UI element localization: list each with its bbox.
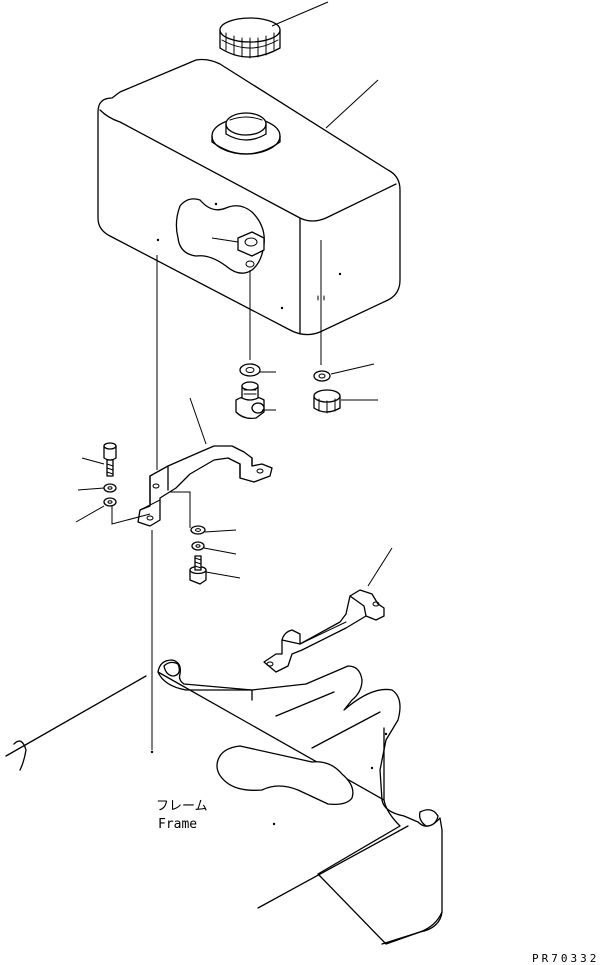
cap-nut-right: [313, 389, 341, 414]
washer-left: [103, 497, 117, 507]
machine-frame: [5, 659, 443, 945]
leader-washer-right: [330, 363, 375, 375]
lockwasher-left: [103, 483, 117, 493]
leader-lockwasher-left: [77, 487, 105, 491]
washer-right-lower: [190, 525, 206, 535]
leader-nut: [211, 237, 239, 243]
bolt-right: [189, 555, 207, 585]
bolt-left: [103, 442, 117, 477]
frame-label-jp: フレーム: [156, 799, 208, 814]
leader-washer-left: [75, 505, 105, 523]
filler-cap: [219, 17, 281, 59]
bracket-link-lines: [111, 491, 191, 528]
leader-upper-bracket: [189, 397, 207, 445]
leader-lockwasher-right-lower: [203, 547, 237, 555]
elbow-fitting: [235, 381, 265, 420]
leader-cap: [271, 1, 329, 27]
leader-tank: [325, 79, 379, 129]
leader-lower-bracket: [367, 547, 393, 587]
drawing-code: PR70332: [532, 952, 599, 965]
frame-label-en: Frame: [158, 817, 197, 832]
leader-washer-right-lower: [204, 529, 237, 533]
leader-bolt-left: [81, 457, 105, 465]
washer-right: [313, 370, 331, 382]
lockwasher-right-lower: [191, 541, 205, 551]
reservoir-tank: [97, 58, 401, 336]
lower-bracket: [263, 589, 385, 673]
leader-bolt-right: [205, 571, 241, 579]
upper-bracket: [137, 445, 273, 527]
washer-center: [239, 363, 261, 377]
